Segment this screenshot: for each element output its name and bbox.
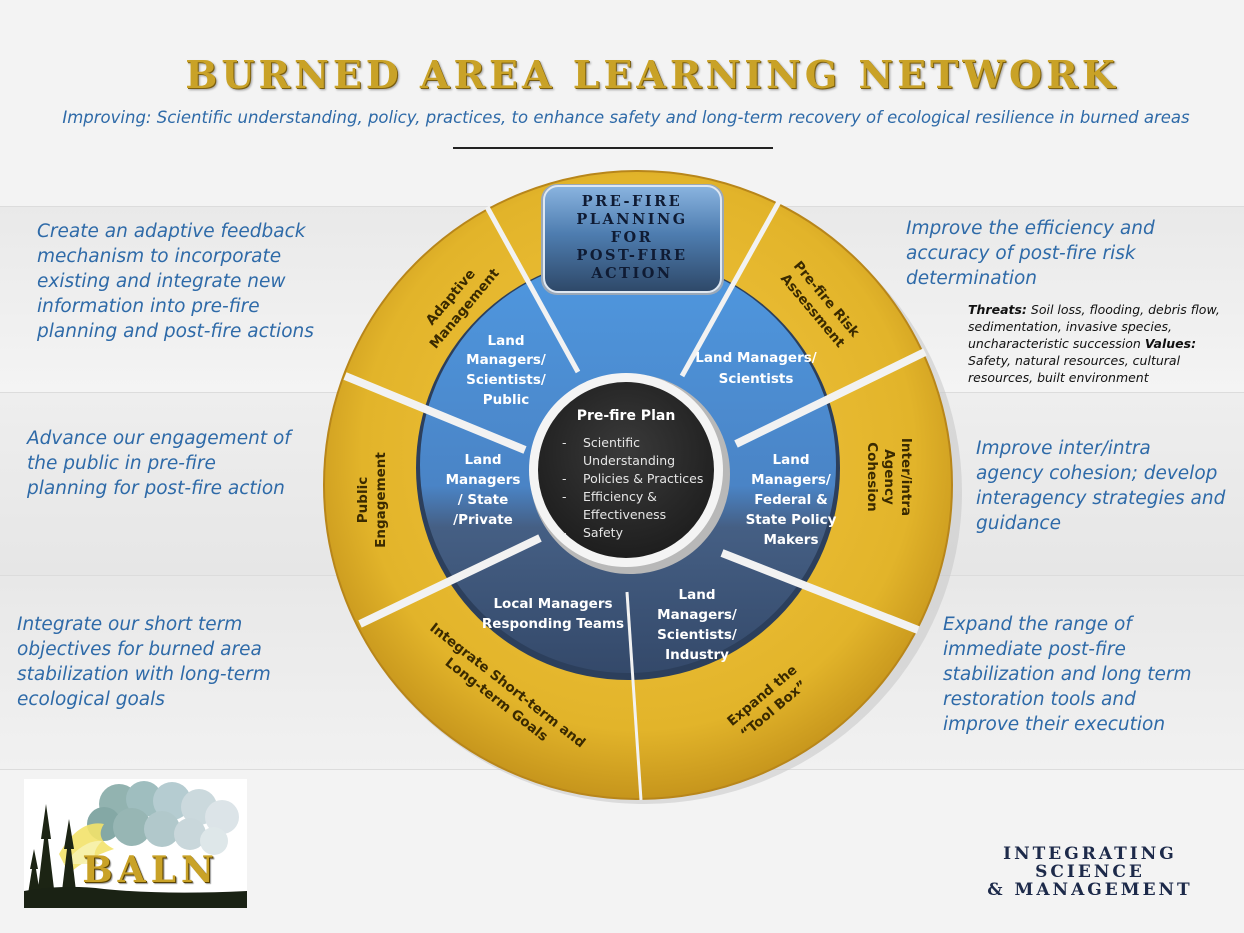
side-text-bottom-left: Integrate our short term objectives for … — [17, 614, 271, 710]
center-bullet-1: - — [562, 435, 567, 450]
center-bullet-2: - — [562, 471, 567, 486]
pre-fire-planning-box: PRE-FIRE PLANNING FOR POST-FIRE ACTION — [541, 184, 724, 295]
side-text-mid-right: Improve inter/intra agency cohesion; dev… — [976, 438, 1226, 534]
inner-left: Land Managers / State /Private — [446, 452, 521, 528]
tagline: INTEGRATING SCIENCE & MANAGEMENT — [960, 845, 1220, 899]
box-line-1: PRE-FIRE — [582, 193, 682, 210]
svg-text:Responding Teams: Responding Teams — [482, 616, 624, 632]
segment-separators — [343, 198, 927, 801]
segment-inter-intra-agency-cohesion: Inter/intra Agency Cohesion — [864, 438, 914, 516]
svg-text:Managers: Managers — [446, 472, 521, 488]
svg-text:Land: Land — [465, 452, 502, 468]
segment-public-engagement: Public Engagement — [355, 452, 389, 548]
center-item-4: Safety — [583, 525, 624, 540]
side-text-bottom-right: Expand the range of immediate post-fire … — [943, 614, 1192, 735]
planning-wheel: PRE-FIRE PLANNING FOR POST-FIRE ACTION A… — [323, 170, 962, 804]
box-line-3: FOR — [611, 229, 653, 246]
center-item-1b: Understanding — [583, 453, 675, 468]
svg-text:Scientists/: Scientists/ — [466, 372, 546, 388]
svg-text:Inter/intra: Inter/intra — [898, 438, 914, 516]
svg-text:Scientists: Scientists — [719, 371, 794, 387]
side-text-top-left: Create an adaptive feedback mechanism to… — [37, 221, 314, 342]
svg-text:Managers/: Managers/ — [751, 472, 831, 488]
svg-text:Public: Public — [483, 392, 529, 408]
baln-logo: BALN — [24, 779, 247, 908]
wildfire-smoke-trees-icon — [24, 781, 247, 908]
side-text-top-right: Improve the efficiency and accuracy of p… — [906, 218, 1155, 289]
svg-text:Agency: Agency — [881, 449, 897, 505]
center-item-3b: Effectiveness — [583, 507, 666, 522]
threats-label: Threats: — [968, 302, 1027, 317]
inner-lower-right: Land Managers/ Scientists/ Industry — [657, 587, 737, 663]
svg-text:Federal &: Federal & — [754, 492, 828, 508]
values-label: Values: — [1144, 336, 1197, 351]
center-item-3a: Efficiency & — [583, 489, 657, 504]
svg-text:Engagement: Engagement — [373, 452, 389, 548]
svg-text:Land: Land — [679, 587, 716, 603]
svg-text:Local Managers: Local Managers — [493, 596, 612, 612]
box-line-2: PLANNING — [576, 211, 687, 228]
center-bullet-3: - — [562, 489, 567, 504]
svg-text:Public: Public — [355, 477, 371, 523]
page-title: BURNED AREA LEARNING NETWORK — [185, 52, 1119, 97]
logo-text: BALN — [82, 849, 219, 891]
svg-text:Cohesion: Cohesion — [864, 442, 880, 512]
tagline-line-2: SCIENCE — [1035, 862, 1145, 882]
svg-text:Managers/: Managers/ — [466, 352, 546, 368]
inner-lower-left: Local Managers Responding Teams — [482, 596, 624, 632]
svg-text:Makers: Makers — [763, 532, 818, 548]
svg-text:Land Managers/: Land Managers/ — [695, 350, 816, 366]
side-text-mid-left: Advance our engagement of the public in … — [27, 428, 291, 499]
svg-text:State Policy: State Policy — [746, 512, 837, 528]
svg-text:Land: Land — [773, 452, 810, 468]
center-item-2: Policies & Practices — [583, 471, 703, 486]
threats-values-note: Threats: Soil loss, flooding, debris flo… — [968, 301, 1238, 386]
svg-text:/ State: / State — [458, 492, 509, 508]
inner-right: Land Managers/ Federal & State Policy Ma… — [746, 452, 837, 548]
tagline-line-3: & MANAGEMENT — [987, 880, 1193, 900]
svg-text:Industry: Industry — [665, 647, 729, 663]
center-title: Pre-fire Plan — [577, 408, 676, 424]
inner-upper-left: Land Managers/ Scientists/ Public — [466, 333, 546, 408]
svg-text:Scientists/: Scientists/ — [657, 627, 737, 643]
title-divider — [453, 147, 773, 149]
center-circle — [529, 373, 730, 574]
values-text: Safety, natural resources, cultural reso… — [968, 353, 1181, 385]
svg-text:/Private: /Private — [453, 512, 513, 528]
page-subtitle: Improving: Scientific understanding, pol… — [62, 108, 1190, 127]
center-item-1a: Scientific — [583, 435, 640, 450]
threats-text: Soil loss, flooding, debris flow, sedime… — [968, 302, 1220, 351]
svg-text:Managers/: Managers/ — [657, 607, 737, 623]
tagline-line-1: INTEGRATING — [1003, 844, 1177, 864]
inner-upper-right: Land Managers/ Scientists — [695, 350, 816, 387]
box-line-5: ACTION — [590, 265, 672, 282]
center-bullet-4: - — [562, 525, 567, 540]
svg-text:Land: Land — [488, 333, 525, 349]
box-line-4: POST-FIRE — [576, 247, 687, 264]
